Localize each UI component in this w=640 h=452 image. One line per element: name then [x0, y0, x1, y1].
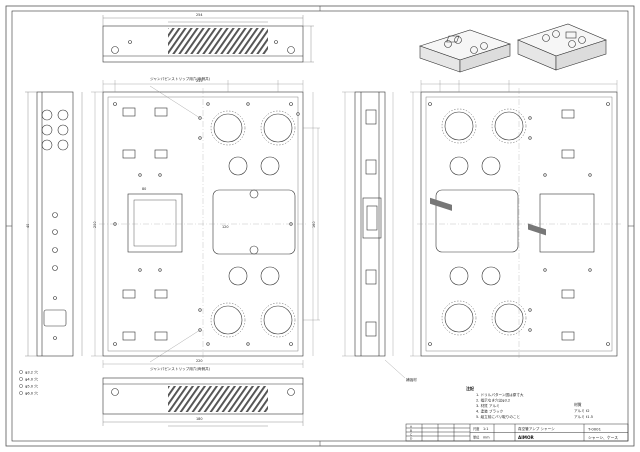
- legend-item: φ6.0 穴: [25, 390, 38, 395]
- side-note: 補強材: [406, 377, 417, 382]
- notes-heading: 注記: [466, 385, 474, 391]
- part-name: シャーシ、ケース: [588, 435, 618, 440]
- right-side-view: [342, 91, 406, 379]
- material-row: アルミ t2: [574, 408, 590, 413]
- dim-label: 80: [142, 187, 146, 191]
- center-marks: [6, 6, 634, 446]
- note-line: 3. 材質 アルミ: [476, 403, 500, 408]
- material-block: 材質 アルミ t2 アルミ t1.5: [574, 402, 593, 419]
- dim-label: 254: [196, 13, 202, 17]
- isometric-view-1: [419, 29, 511, 211]
- revision-mark: C: [410, 432, 412, 436]
- legend-item: φ5.0 穴: [25, 383, 38, 388]
- drawing-number: T-0001: [587, 427, 602, 432]
- hole-legend: φ3.2 穴 φ4.0 穴 φ5.0 穴 φ6.0 穴: [19, 369, 38, 395]
- bottom-plate-view: [410, 80, 621, 360]
- isometric-view-2: [517, 23, 607, 236]
- scale-value: 1:1: [483, 427, 488, 431]
- left-side-view: [25, 91, 83, 357]
- unit-label: 単位: [473, 435, 480, 440]
- revision-mark: A: [410, 424, 413, 428]
- callout-top: ジャンパピンストリップ用穴(両側共): [150, 76, 211, 81]
- company-logo-text: AIMOR: [518, 435, 535, 440]
- dim-label: 160: [312, 222, 316, 228]
- main-plate-view: [91, 80, 320, 368]
- title-block: [405, 423, 629, 442]
- note-line: 4. 塗装 ブラック: [476, 409, 504, 414]
- revision-list: A B C D: [410, 424, 413, 440]
- dim-label: 200: [93, 222, 97, 228]
- note-line: 1. ドリルパターン図は原寸大: [476, 392, 524, 397]
- dim-label: 235: [196, 79, 202, 83]
- callout-bottom: ジャンパピンストリップ用穴(両側共): [150, 366, 211, 371]
- scale-label: 尺度: [473, 426, 480, 431]
- project-name: 真空管アンプ シャーシ: [518, 426, 555, 431]
- unit-value: mm: [483, 436, 490, 440]
- note-line: 5. 組立前にバリ取りのこと: [476, 414, 521, 419]
- dimension-labels: 254 235 220 180 200 160 120 80 40: [26, 13, 316, 421]
- legend-item: φ3.2 穴: [25, 369, 38, 374]
- inner-border: [11, 10, 629, 442]
- top-elevation-view: [102, 15, 314, 63]
- material-title: 材質: [574, 402, 582, 407]
- material-row: アルミ t1.5: [574, 414, 593, 419]
- revision-mark: D: [410, 437, 413, 441]
- dim-label: 180: [196, 417, 202, 421]
- notes-block: 注記 1. ドリルパターン図は原寸大 2. 指示なき穴はφ3.2 3. 材質 ア…: [466, 385, 524, 419]
- note-line: 2. 指示なき穴はφ3.2: [476, 398, 510, 403]
- dim-label: 120: [222, 225, 228, 229]
- bottom-elevation-view: [102, 377, 304, 427]
- dim-label: 220: [196, 359, 202, 363]
- revision-mark: B: [410, 428, 412, 432]
- legend-item: φ4.0 穴: [25, 376, 38, 381]
- dim-label: 40: [26, 224, 30, 228]
